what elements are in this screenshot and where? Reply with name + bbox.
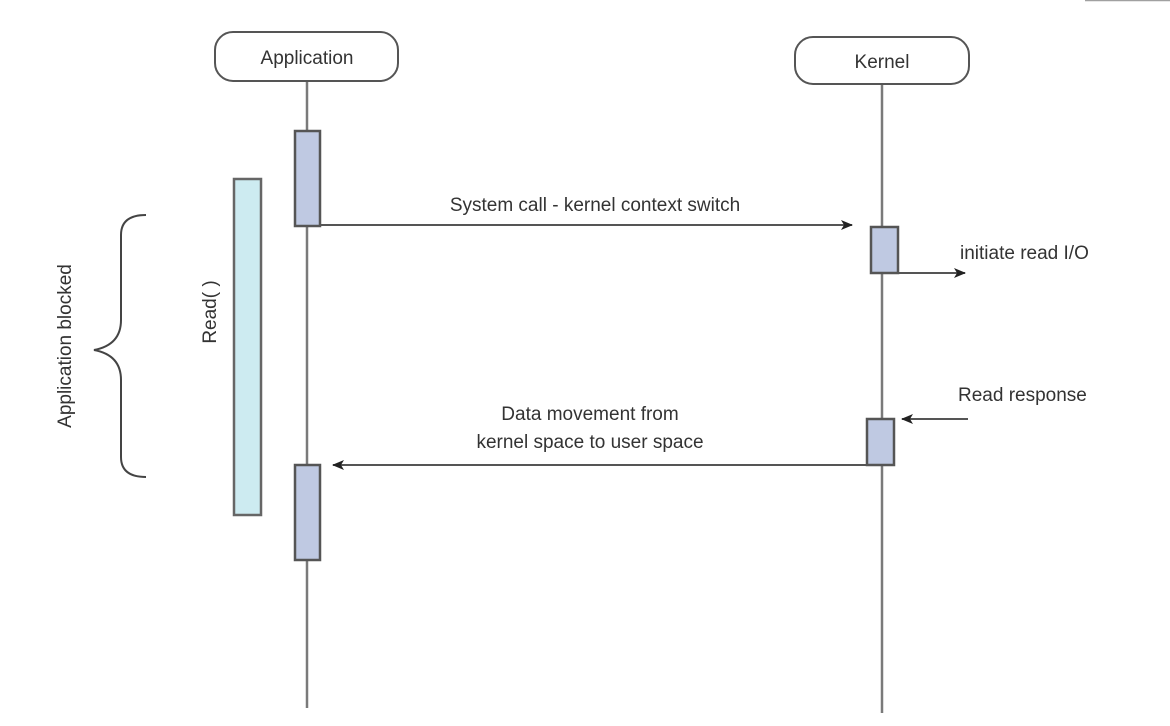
participant-application: Application xyxy=(214,31,399,82)
application-activation-2 xyxy=(293,463,322,562)
kernel-activation-2 xyxy=(865,417,896,467)
system-call-label: System call - kernel context switch xyxy=(450,195,740,216)
data-movement-label-line1: Data movement from xyxy=(501,404,678,425)
participant-kernel-label: Kernel xyxy=(855,52,910,73)
application-blocked-label: Application blocked xyxy=(55,264,76,428)
kernel-activation-1 xyxy=(869,225,900,275)
data-movement-label-line2: kernel space to user space xyxy=(476,432,703,453)
read-call-bar xyxy=(232,177,263,517)
read-response-label: Read response xyxy=(958,385,1087,406)
application-activation-1 xyxy=(293,129,322,228)
read-call-label: Read( ) xyxy=(200,280,221,343)
participant-application-label: Application xyxy=(261,48,354,69)
blocked-brace xyxy=(93,214,147,478)
participant-kernel: Kernel xyxy=(794,36,970,85)
initiate-read-label: initiate read I/O xyxy=(960,243,1089,264)
